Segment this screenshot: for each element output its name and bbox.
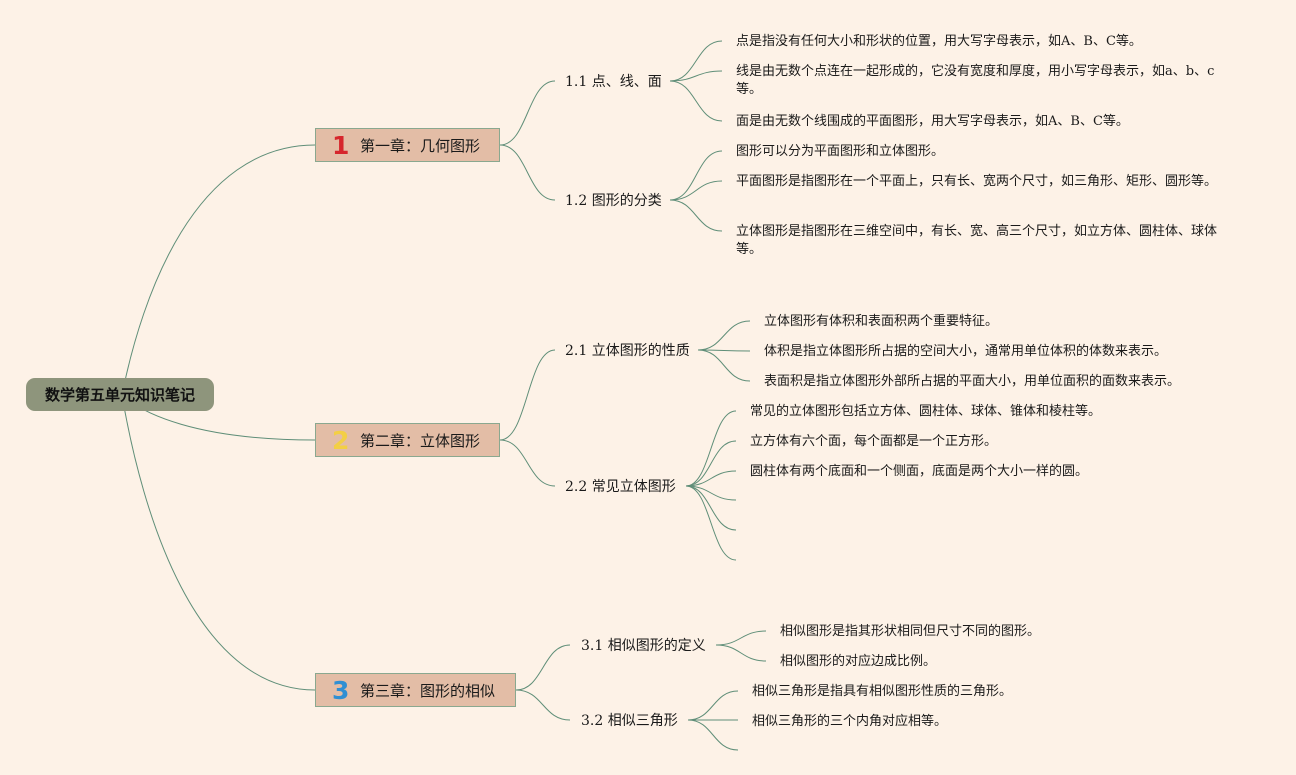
chapter-1-number-icon: 1 [332, 130, 350, 160]
topic-3-2-to-leaf-1-line [687, 690, 739, 721]
topic-2-2-to-leaf-5-line [685, 485, 737, 531]
chapter-2-to-topic-2-1-line [499, 349, 556, 441]
leaf-1-1-2: 线是由无数个点连在一起形成的，它没有宽度和厚度，用小写字母表示，如a、b、c等。 [736, 64, 1215, 97]
topic-1-2[interactable]: 1.2 图形的分类 [565, 193, 662, 209]
topic-1-2-to-leaf-2-line [669, 180, 723, 201]
leaf-1-1-3: 面是由无数个线围成的平面图形，用大写字母表示，如A、B、C等。 [736, 114, 1129, 129]
chapter-3-number-icon: 3 [332, 675, 350, 705]
root-node[interactable]: 数学第五单元知识笔记 [26, 378, 214, 411]
leaf-3-2-1: 相似三角形是指具有相似图形性质的三角形。 [752, 684, 1013, 699]
topic-3-1-to-leaf-1-line [715, 630, 767, 646]
root-to-chapter-3-line [121, 394, 316, 691]
chapter-3-title: 第三章：图形的相似 [360, 681, 496, 700]
topic-2-1-to-leaf-2-line [697, 349, 751, 352]
chapter-1-to-topic-1-1-line [499, 80, 556, 146]
topic-1-1-to-leaf-3-line [669, 80, 723, 122]
leaf-1-2-1: 图形可以分为平面图形和立体图形。 [736, 144, 945, 159]
topic-1-1-to-leaf-2-line [669, 70, 723, 82]
leaf-2-1-3: 表面积是指立体图形外部所占据的平面大小，用单位面积的面数来表示。 [764, 374, 1181, 389]
chapter-2-to-topic-2-2-line [499, 439, 556, 487]
topic-2-2-to-leaf-3-line [685, 470, 737, 487]
leaf-1-2-2: 平面图形是指图形在一个平面上，只有长、宽两个尺寸，如三角形、矩形、圆形等。 [736, 174, 1218, 189]
topic-2-1-to-leaf-1-line [697, 320, 751, 351]
topic-3-1-to-leaf-2-line [715, 644, 767, 662]
topic-1-2-to-leaf-3-line [669, 199, 723, 232]
topic-2-2-to-leaf-2-line [685, 440, 737, 487]
leaf-2-2-3: 圆柱体有两个底面和一个侧面，底面是两个大小一样的圆。 [750, 464, 1089, 479]
chapter-2-title: 第二章：立体图形 [360, 431, 481, 450]
topic-2-2-to-leaf-1-line [685, 410, 737, 487]
leaf-3-1-1: 相似图形是指其形状相同但尺寸不同的图形。 [780, 624, 1041, 639]
chapter-1-node[interactable]: 1 第一章：几何图形 [315, 128, 500, 162]
chapter-1-title: 第一章：几何图形 [360, 136, 481, 155]
leaf-2-1-1: 立体图形有体积和表面积两个重要特征。 [764, 314, 999, 329]
topic-3-1[interactable]: 3.1 相似图形的定义 [581, 638, 706, 654]
topic-2-1[interactable]: 2.1 立体图形的性质 [565, 343, 690, 359]
leaf-3-1-2: 相似图形的对应边成比例。 [780, 654, 937, 669]
topic-3-2-to-leaf-3-line [687, 719, 739, 751]
topic-1-2-to-leaf-1-line [669, 150, 723, 201]
topic-2-2-to-leaf-6-line [685, 485, 737, 561]
chapter-1-to-topic-1-2-line [499, 144, 556, 201]
topic-3-2[interactable]: 3.2 相似三角形 [581, 713, 678, 729]
root-to-chapter-1-line [121, 144, 316, 396]
topic-1-1-to-leaf-1-line [669, 40, 723, 82]
chapter-3-node[interactable]: 3 第三章：图形的相似 [315, 673, 516, 707]
chapter-3-to-topic-3-1-line [515, 644, 571, 691]
topic-2-1-to-leaf-3-line [697, 349, 751, 382]
topic-2-2[interactable]: 2.2 常见立体图形 [565, 479, 676, 495]
leaf-1-2-3: 立体图形是指图形在三维空间中，有长、宽、高三个尺寸，如立方体、圆柱体、球体等。 [736, 224, 1218, 257]
leaf-2-2-1: 常见的立体图形包括立方体、圆柱体、球体、锥体和棱柱等。 [750, 404, 1102, 419]
leaf-2-1-2: 体积是指立体图形所占据的空间大小，通常用单位体积的体数来表示。 [764, 344, 1168, 359]
chapter-3-to-topic-3-2-line [515, 689, 571, 721]
chapter-2-number-icon: 2 [332, 425, 350, 455]
root-title: 数学第五单元知识笔记 [44, 386, 195, 404]
leaf-3-2-2: 相似三角形的三个内角对应相等。 [752, 714, 948, 729]
leaf-2-2-2: 立方体有六个面，每个面都是一个正方形。 [750, 434, 998, 449]
leaf-1-1-1: 点是指没有任何大小和形状的位置，用大写字母表示，如A、B、C等。 [736, 34, 1142, 49]
topic-1-1[interactable]: 1.1 点、线、面 [565, 74, 662, 90]
chapter-2-node[interactable]: 2 第二章：立体图形 [315, 423, 500, 457]
